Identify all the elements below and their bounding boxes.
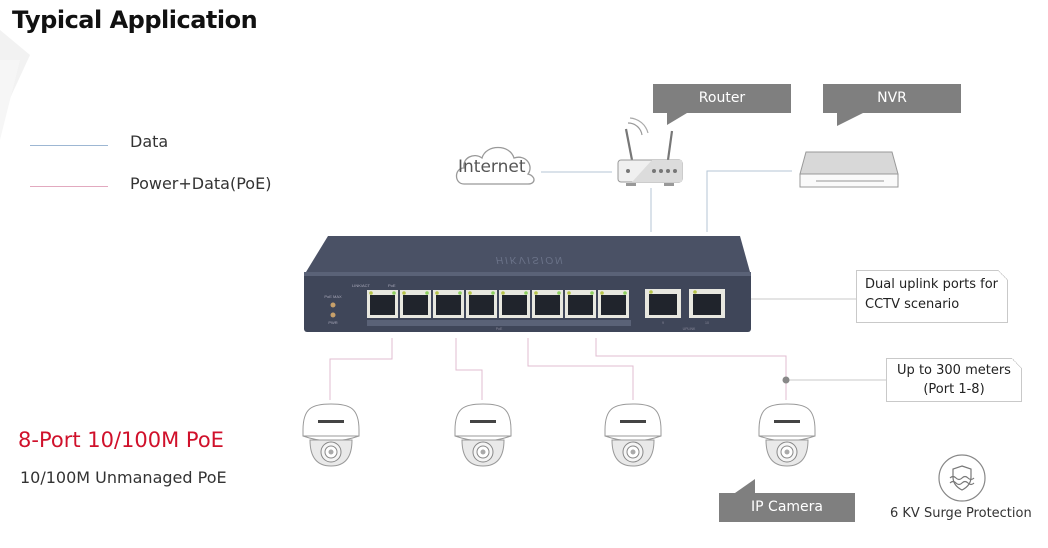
uplink-port-9: 9 (645, 289, 681, 325)
ip-camera-callout-label: IP Camera (719, 493, 855, 522)
svg-text:PoE: PoE (388, 283, 396, 288)
svg-text:PoE MAX: PoE MAX (324, 294, 342, 299)
ip-camera-1 (300, 400, 362, 475)
legend-poe-label: Power+Data(PoE) (130, 174, 272, 193)
callout-pointer (667, 113, 687, 125)
poe-port-2: 2 (400, 290, 431, 325)
page-title: Typical Application (12, 6, 258, 34)
poe-port-4: 4 (466, 290, 497, 325)
svg-text:10: 10 (705, 321, 709, 325)
internet-label: Internet (458, 157, 526, 177)
poe-port-5: 5 (499, 290, 530, 325)
callout-pointer (735, 479, 755, 493)
poe-link-camera-1 (329, 338, 393, 400)
dome-camera-icon (454, 403, 512, 467)
svg-text:9: 9 (662, 321, 664, 325)
nvr-callout-label: NVR (823, 84, 961, 113)
ip-camera-4 (756, 400, 818, 475)
poe-port-1: 1 (367, 290, 398, 325)
switch-brand-logo: HIKVISION (496, 254, 565, 265)
legend-data-line (30, 145, 108, 146)
svg-text:LINK/ACT: LINK/ACT (352, 283, 371, 288)
nvr-callout: NVR (823, 84, 961, 126)
ip-camera-3 (602, 400, 664, 475)
internet-cloud: Internet (452, 140, 538, 190)
poe-link-camera-3 (527, 338, 634, 400)
nvr-switch-link (706, 170, 792, 232)
uplink-note-line-1: Dual uplink ports for (865, 277, 999, 292)
dome-camera-icon (758, 403, 816, 467)
cloud-icon (455, 146, 535, 185)
uplink-group-label: UPLINK (683, 327, 696, 331)
poe-port-3: 3 (433, 290, 464, 325)
distance-note-line-1: Up to 300 meters (897, 363, 1011, 378)
ip-camera-2 (452, 400, 514, 475)
legend-data-label: Data (130, 132, 169, 151)
uplink-note: Dual uplink ports for CCTV scenario (856, 270, 1008, 323)
router-callout-label: Router (653, 84, 791, 113)
poe-port-8: 8 (598, 290, 629, 325)
background-watermark (0, 30, 30, 140)
svg-text:PWR: PWR (328, 320, 337, 325)
poe-link-camera-2 (455, 338, 483, 400)
legend-poe-line (30, 186, 108, 187)
poe-port-6: 6 (532, 290, 563, 325)
product-subtitle: 10/100M Unmanaged PoE (20, 468, 227, 487)
nvr-icon (799, 151, 899, 188)
callout-pointer (837, 113, 863, 126)
ip-camera-callout: IP Camera (719, 479, 855, 522)
router-icon (617, 117, 683, 186)
shield-waves-icon (938, 454, 986, 502)
distance-note: Up to 300 meters (Port 1-8) (886, 358, 1022, 402)
dome-camera-icon (302, 403, 360, 467)
poe-group-label: PoE (496, 327, 503, 331)
uplink-port-10: 10 (689, 289, 725, 325)
poe-port-7: 7 (565, 290, 596, 325)
product-title: 8-Port 10/100M PoE (18, 428, 224, 452)
surge-protection-label: 6 KV Surge Protection (890, 506, 1032, 521)
dome-camera-icon (604, 403, 662, 467)
poe-switch: HIKVISION 12345678PoE910UPLINK PoE MAX P… (304, 236, 751, 332)
router-callout: Router (653, 84, 791, 125)
poe-link-camera-4 (595, 338, 787, 400)
distance-marker (782, 376, 790, 384)
distance-note-line-2: (Port 1-8) (923, 382, 985, 397)
uplink-note-line-2: CCTV scenario (865, 297, 960, 312)
